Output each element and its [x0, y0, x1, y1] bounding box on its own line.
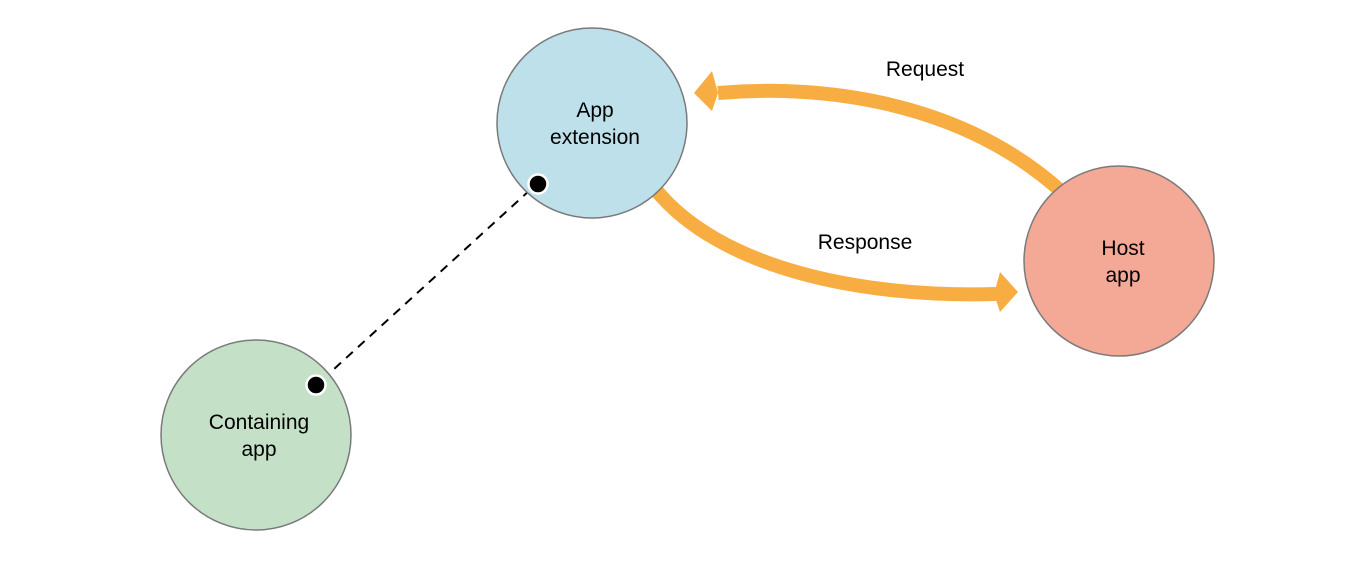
containing-app-label-line2: app: [241, 438, 276, 461]
host-app-label-line1: Host: [1101, 237, 1144, 260]
host-app-label-line2: app: [1105, 264, 1140, 287]
app-extension-node: App extension: [496, 27, 688, 219]
host-app-node: Host app: [1023, 165, 1215, 357]
connector-endpoint-dot-extension: [527, 173, 549, 195]
connector-endpoint-dot-containing: [305, 374, 327, 396]
response-label: Response: [818, 231, 913, 254]
request-arrow: [717, 83, 1067, 198]
host-app-circle: [1023, 165, 1215, 357]
app-extension-circle: [496, 27, 688, 219]
containing-app-node: Containing app: [160, 339, 352, 531]
request-label: Request: [886, 58, 964, 81]
app-extension-label-line2: extension: [550, 126, 640, 149]
containing-app-circle: [160, 339, 352, 531]
response-arrowhead: [994, 272, 1018, 312]
request-arrowhead: [694, 71, 718, 111]
dashed-connector-line: [321, 189, 531, 381]
containing-app-label-line1: Containing: [209, 411, 309, 434]
response-arrow: [650, 185, 997, 302]
app-extension-label-line1: App: [576, 99, 613, 122]
